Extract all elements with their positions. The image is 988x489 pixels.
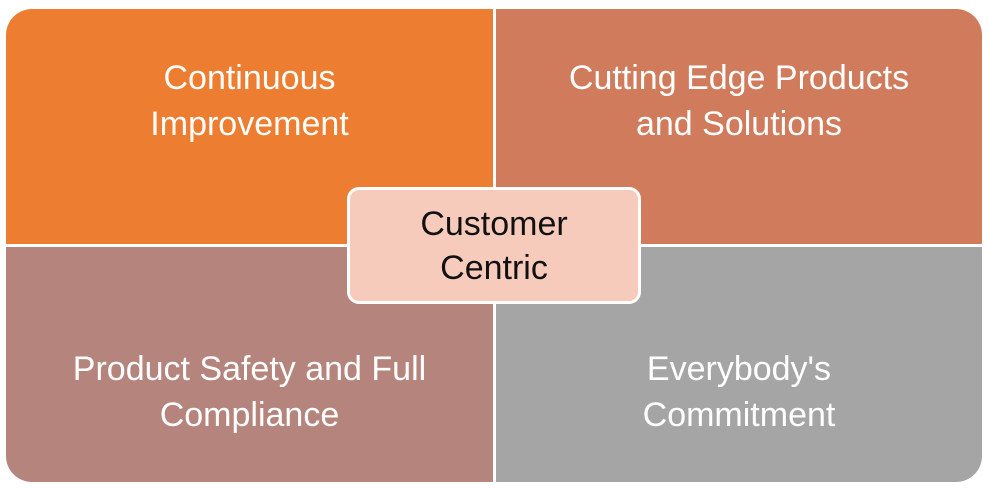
quadrant-matrix: Continuous Improvement Cutting Edge Prod… [6,9,982,482]
quadrant-bottom-left-label: Product Safety and Full Compliance [72,350,427,434]
center-label: Customer Centric [420,204,568,287]
quadrant-bottom-right-label: Everybody's Commitment [642,350,836,434]
center-box: Customer Centric [347,187,641,304]
quadrant-top-right-label: Cutting Edge Products and Solutions [568,59,910,143]
quadrant-bottom-left: Product Safety and Full Compliance [6,247,493,482]
quadrant-top-left: Continuous Improvement [6,9,493,244]
quadrant-top-left-label: Continuous Improvement [150,59,349,143]
